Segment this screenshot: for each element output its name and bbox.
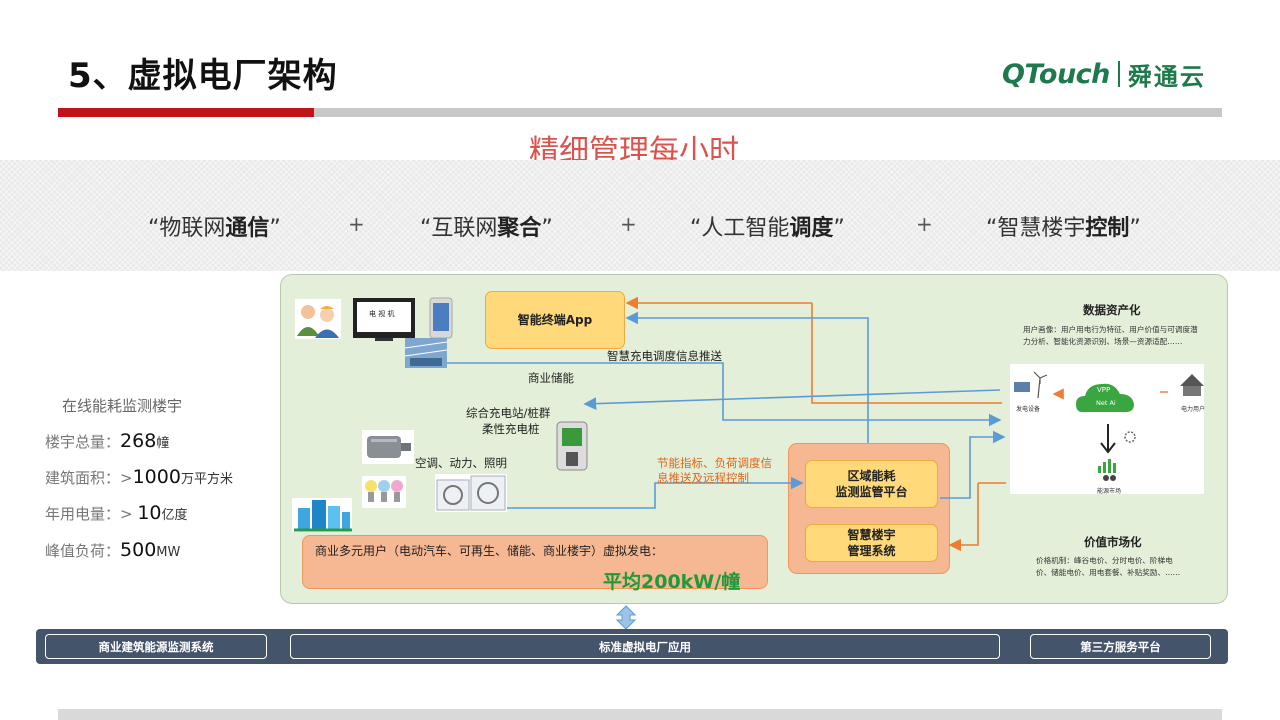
logo-divider <box>1117 61 1120 87</box>
qtouch-logo: QTouch 舜通云 <box>1002 56 1206 92</box>
keyword-band <box>0 160 1280 271</box>
data-asset-body: 用户画像：用户用电行为特征、用户价值与可调度潜力分析、智能化资源识别、场景—资源… <box>1023 325 1198 346</box>
keyword-iot: “物联网通信” <box>148 216 281 241</box>
stats-title: 在线能耗监测楼宇 <box>62 397 183 415</box>
virtual-generation-text: 商业多元用户（电动汽车、可再生、储能、商业楼宇）虚拟发电： <box>315 544 664 558</box>
plus-sign: + <box>348 212 365 236</box>
charging-station-label: 综合充电站/桩群 <box>466 406 551 420</box>
smart-terminal-app-box: 智能终端App <box>485 291 625 349</box>
plus-sign: + <box>620 212 637 236</box>
average-generation-value: 平均200kW/幢 <box>603 571 741 593</box>
keyword-smart-building: “智慧楼宇控制” <box>986 216 1141 241</box>
keyword-ai: “人工智能调度” <box>690 216 845 241</box>
plus-sign: + <box>916 212 933 236</box>
charging-push-label: 智慧充电调度信息推送 <box>607 349 722 363</box>
nav-building-monitoring-system[interactable]: 商业建筑能源监测系统 <box>45 634 267 659</box>
power-user-label: 电力用户 <box>1181 406 1206 413</box>
double-arrow-icon <box>615 605 637 630</box>
data-asset-title: 数据资产化 <box>1083 303 1141 317</box>
vpp-sub-label: Net Ai <box>1096 399 1116 407</box>
tv-screen-text: 电 视 机 <box>369 310 395 318</box>
energy-market-label: 能源市场 <box>1097 488 1122 495</box>
energy-push-label: 节能指标、负荷调度信息推送及远程控制 <box>657 456 772 485</box>
header-accent-bar <box>58 108 314 117</box>
page-title: 5、虚拟电厂架构 <box>68 56 338 96</box>
footer-bar <box>58 709 1222 720</box>
nav-third-party-service[interactable]: 第三方服务平台 <box>1030 634 1211 659</box>
regional-monitoring-platform-box: 区域能耗监测监管平台 <box>805 460 938 508</box>
keyword-internet: “互联网聚合” <box>420 216 553 241</box>
commercial-storage-label: 商业储能 <box>528 371 574 385</box>
logo-text-en: QTouch <box>1002 58 1110 90</box>
vpp-card <box>1010 364 1204 494</box>
flexible-charger-label: 柔性充电桩 <box>482 422 540 436</box>
generation-device-label: 发电设备 <box>1016 406 1041 413</box>
logo-text-cn: 舜通云 <box>1127 62 1206 91</box>
stat-floor-area: 建筑面积：>1000万平方米 <box>45 466 233 488</box>
value-market-title: 价值市场化 <box>1084 535 1142 549</box>
header-gray-bar <box>314 108 1222 117</box>
value-market-body: 价格机制：峰谷电价、分时电价、阶梯电价、储能电价、用电套餐、补贴奖励、…… <box>1036 556 1181 577</box>
smart-building-system-box: 智慧楼宇管理系统 <box>805 524 938 562</box>
hvac-label: 空调、动力、照明 <box>415 456 507 470</box>
stat-peak-load: 峰值负荷：500MW <box>45 539 181 561</box>
virtual-generation-box <box>302 535 768 589</box>
nav-standard-vpp-app[interactable]: 标准虚拟电厂应用 <box>290 634 1000 659</box>
vpp-label: VPP <box>1097 386 1111 394</box>
stat-annual-power: 年用电量：> 10亿度 <box>45 502 188 524</box>
stat-building-count: 楼宇总量：268幢 <box>45 430 170 452</box>
